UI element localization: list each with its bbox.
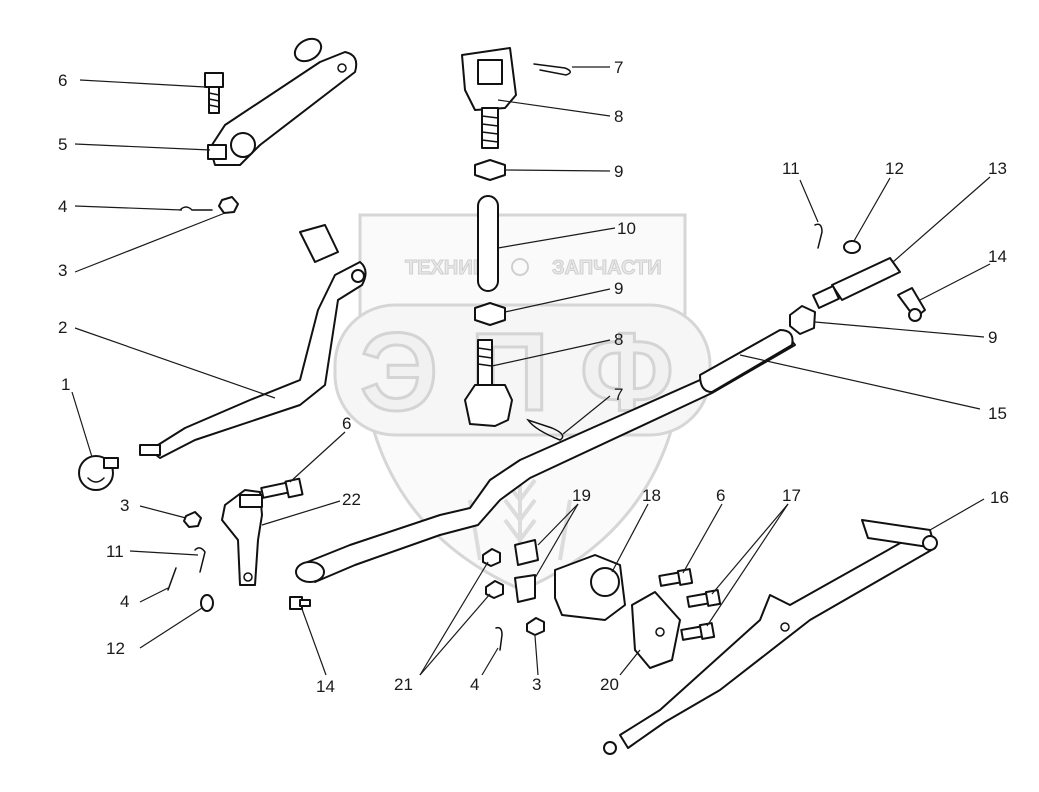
- callout-21: 21: [394, 675, 413, 694]
- callout-3: 3: [58, 261, 67, 280]
- bolt-icon: [680, 622, 716, 641]
- callout-6: 6: [342, 414, 351, 433]
- bolt-icon: [686, 589, 722, 608]
- callout-4: 4: [120, 592, 129, 611]
- long-lever-icon: [603, 519, 938, 755]
- callout-14: 14: [988, 247, 1007, 266]
- callout-1: 1: [61, 375, 70, 394]
- plate-icon: [554, 554, 626, 621]
- callout-12: 12: [885, 159, 904, 178]
- fork-head-icon: [464, 339, 513, 427]
- callout-9: 9: [614, 279, 623, 298]
- callout-17: 17: [782, 486, 801, 505]
- clamp-lever-icon: [221, 489, 263, 586]
- callout-8: 8: [614, 330, 623, 349]
- callout-3: 3: [532, 675, 541, 694]
- pin-icon: [167, 567, 177, 591]
- callout-9: 9: [988, 328, 997, 347]
- nut-icon: [474, 302, 506, 326]
- callout-4: 4: [58, 197, 67, 216]
- cotter-pin-icon: [526, 418, 564, 441]
- callout-3: 3: [120, 496, 129, 515]
- callout-11: 11: [782, 159, 800, 178]
- gear-icon: [511, 258, 529, 276]
- bolt-icon: [289, 596, 311, 610]
- callout-7: 7: [614, 58, 623, 77]
- nut-icon: [218, 196, 239, 214]
- callout-9: 9: [614, 162, 623, 181]
- cotter-pin-icon: [179, 206, 213, 211]
- gear-sector-icon: [631, 591, 681, 669]
- watermark-left-word: ТЕХНИКА: [405, 257, 499, 279]
- callout-18: 18: [642, 486, 661, 505]
- washer-icon: [200, 594, 214, 612]
- nut-icon: [474, 159, 506, 181]
- coupling-icon: [812, 257, 901, 309]
- pin-icon: [495, 626, 503, 651]
- callout-4: 4: [470, 675, 479, 694]
- callout-11: 11: [106, 542, 124, 561]
- bolt-icon: [658, 568, 694, 587]
- callout-15: 15: [988, 404, 1007, 423]
- bent-lever-icon: [139, 224, 367, 459]
- callout-12: 12: [106, 639, 125, 658]
- nut-icon: [789, 305, 816, 335]
- cotter-pin-icon: [194, 547, 206, 573]
- callout-labels: 6 5 4 3 2 1 3 11 4 12 6 22 14 7 8 9 10 9…: [58, 58, 1009, 696]
- cotter-pin-icon: [533, 63, 571, 76]
- bolt-icon: [260, 477, 304, 499]
- rod-icon: [477, 195, 499, 292]
- callout-19: 19: [572, 486, 591, 505]
- washer-icon: [843, 240, 861, 254]
- knob-icon: [78, 455, 119, 491]
- leader-lines: [71, 66, 991, 676]
- callout-20: 20: [600, 675, 619, 694]
- nut-icon: [482, 548, 501, 567]
- bolt-icon: [204, 72, 224, 114]
- lever-handle-icon: [207, 37, 358, 166]
- cotter-pin-icon: [814, 223, 823, 249]
- watermark-letter-1: Э: [360, 311, 438, 434]
- fork-head-icon: [461, 47, 517, 149]
- callout-2: 2: [58, 318, 67, 337]
- nut-icon: [183, 511, 202, 528]
- pin-icon: [897, 287, 926, 322]
- nut-icon: [526, 617, 545, 636]
- watermark-right-word: ЗАПЧАСТИ: [552, 257, 662, 279]
- callout-10: 10: [617, 219, 636, 238]
- callout-6: 6: [716, 486, 725, 505]
- callout-16: 16: [990, 488, 1009, 507]
- callout-14: 14: [316, 677, 335, 696]
- long-rod-icon: [295, 329, 796, 583]
- bracket-icon: [514, 539, 539, 603]
- callout-5: 5: [58, 135, 67, 154]
- callout-8: 8: [614, 107, 623, 126]
- callout-13: 13: [988, 159, 1007, 178]
- callout-6: 6: [58, 71, 67, 90]
- callout-7: 7: [614, 385, 623, 404]
- callout-22: 22: [342, 490, 361, 509]
- nut-icon: [485, 580, 504, 599]
